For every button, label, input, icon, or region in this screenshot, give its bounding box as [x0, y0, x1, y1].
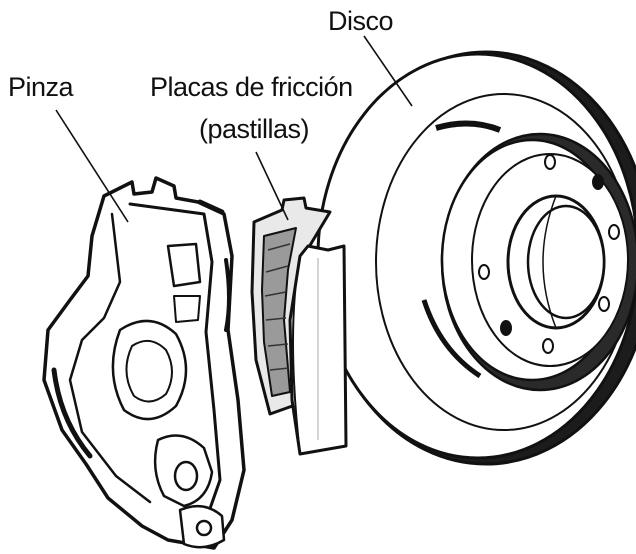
label-placas-de-friccion: Placas de fricción — [150, 72, 353, 103]
disc-illustration — [318, 52, 636, 464]
label-disco: Disco — [328, 6, 393, 37]
brake-caliper-illustration — [44, 178, 244, 548]
label-pinza: Pinza — [8, 72, 73, 103]
leader-line-placas — [256, 152, 288, 220]
label-pastillas: (pastillas) — [199, 114, 309, 145]
leader-line-pinza — [56, 110, 128, 222]
